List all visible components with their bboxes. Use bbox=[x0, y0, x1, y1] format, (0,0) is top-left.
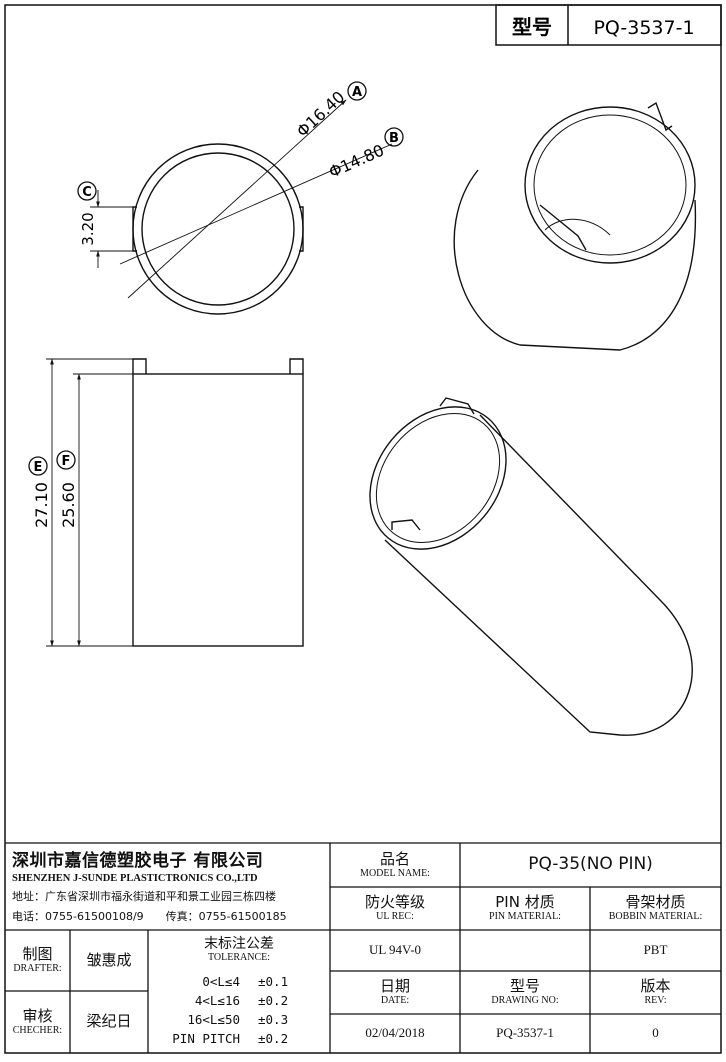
drawing-no-en: DRAWING NO: bbox=[491, 995, 559, 1007]
checker-label-cell: 审核 CHECHER: bbox=[5, 991, 70, 1053]
body-height-label: 25.60 bbox=[59, 482, 78, 528]
front-view bbox=[132, 358, 304, 647]
company-phone: 电话：0755-61500108/9 bbox=[12, 910, 144, 923]
pin-material-zh: PIN 材质 bbox=[495, 893, 555, 912]
slot-width-label: 3.20 bbox=[79, 212, 97, 245]
checker-zh: 审核 bbox=[22, 1006, 53, 1025]
drawing-no-zh: 型号 bbox=[509, 977, 540, 996]
svg-text:C: C bbox=[82, 185, 92, 200]
callout-c: C bbox=[77, 181, 97, 201]
ul-rec-value-cell: UL 94V-0 bbox=[330, 930, 460, 971]
svg-text:F: F bbox=[62, 454, 71, 469]
checker-value-cell: 梁纪日 bbox=[70, 991, 148, 1053]
drafter-value: 皱惠成 bbox=[86, 950, 132, 969]
drafter-en: DRAFTER: bbox=[13, 963, 62, 975]
bobbin-material-label-cell: 骨架材质 BOBBIN MATERIAL: bbox=[590, 887, 721, 930]
callout-f: F bbox=[56, 450, 76, 470]
svg-text:A: A bbox=[352, 85, 362, 100]
ul-rec-value: UL 94V-0 bbox=[368, 942, 422, 958]
callout-a: A bbox=[347, 81, 367, 101]
pin-material-en: PIN MATERIAL: bbox=[489, 911, 561, 923]
header-model-value: PQ-3537-1 bbox=[593, 17, 694, 39]
front-view-dimensions bbox=[46, 358, 133, 647]
date-value: 02/04/2018 bbox=[365, 1025, 425, 1041]
checker-value: 梁纪日 bbox=[86, 1012, 132, 1031]
date-zh: 日期 bbox=[379, 977, 410, 996]
pin-material-value-cell bbox=[460, 930, 590, 971]
bobbin-material-value-cell: PBT bbox=[590, 930, 721, 971]
rev-label-cell: 版本 REV: bbox=[590, 971, 721, 1014]
rev-en: REV: bbox=[644, 995, 667, 1007]
drawing-no-value-cell: PQ-3537-1 bbox=[460, 1014, 590, 1053]
company-block: 深圳市嘉信德塑胶电子 有限公司 SHENZHEN J-SUNDE PLASTIC… bbox=[12, 846, 328, 928]
tolerance-header: 末标注公差 TOLERANCE: bbox=[148, 932, 330, 968]
header-model-label: 型号 bbox=[512, 15, 552, 39]
pin-material-label-cell: PIN 材质 PIN MATERIAL: bbox=[460, 887, 590, 930]
checker-en: CHECHER: bbox=[12, 1024, 63, 1036]
company-address: 地址：广东省深圳市福永街道和平和景工业园三栋四楼 bbox=[12, 890, 276, 903]
tolerance-en: TOLERANCE: bbox=[207, 952, 271, 964]
drafter-value-cell: 皱惠成 bbox=[70, 930, 148, 991]
company-name-zh: 深圳市嘉信德塑胶电子 有限公司 bbox=[12, 851, 264, 871]
tolerance-zh: 末标注公差 bbox=[204, 936, 274, 953]
model-name-label-cell: 品名 MODEL NAME: bbox=[330, 843, 460, 887]
model-name-value: PQ-35(NO PIN) bbox=[528, 854, 653, 875]
outer-diameter-label: Φ16.40 bbox=[293, 87, 349, 141]
date-en: DATE: bbox=[380, 995, 410, 1007]
sheet-border bbox=[4, 4, 722, 1054]
drawing-no-value: PQ-3537-1 bbox=[496, 1025, 554, 1041]
isometric-view-top bbox=[453, 101, 697, 351]
drawing-no-label-cell: 型号 DRAWING NO: bbox=[460, 971, 590, 1014]
rev-zh: 版本 bbox=[640, 977, 671, 996]
tolerance-row: 0<L≤4 ±0.1 bbox=[202, 974, 289, 989]
svg-text:E: E bbox=[34, 460, 43, 475]
svg-text:B: B bbox=[389, 131, 399, 146]
ul-rec-zh: 防火等级 bbox=[364, 893, 425, 912]
model-name-zh: 品名 bbox=[379, 849, 410, 868]
rev-value: 0 bbox=[652, 1025, 659, 1041]
company-name-en: SHENZHEN J-SUNDE PLASTICTRONICS CO.,LTD bbox=[12, 873, 258, 884]
total-height-label: 27.10 bbox=[32, 482, 51, 528]
model-name-en: MODEL NAME: bbox=[360, 867, 430, 879]
ul-rec-en: UL REC: bbox=[376, 911, 414, 923]
tolerance-row: 16<L≤50 ±0.3 bbox=[187, 1012, 289, 1027]
top-view bbox=[132, 143, 304, 315]
bobbin-material-en: BOBBIN MATERIAL: bbox=[608, 911, 703, 923]
callout-b: B bbox=[384, 127, 404, 147]
callout-e: E bbox=[28, 456, 48, 476]
tolerance-table: 0<L≤4 ±0.1 4<L≤16 ±0.2 16<L≤50 ±0.3 PIN … bbox=[148, 974, 330, 1052]
rev-value-cell: 0 bbox=[590, 1014, 721, 1053]
drafter-label-cell: 制图 DRAFTER: bbox=[5, 930, 70, 991]
drafter-zh: 制图 bbox=[22, 945, 53, 964]
date-label-cell: 日期 DATE: bbox=[330, 971, 460, 1014]
bobbin-material-value: PBT bbox=[643, 942, 668, 958]
ul-rec-label-cell: 防火等级 UL REC: bbox=[330, 887, 460, 930]
isometric-view-bottom bbox=[369, 397, 693, 736]
top-view-dimensions bbox=[90, 99, 393, 299]
company-fax: 传真：0755-61500185 bbox=[165, 910, 287, 923]
model-name-value-cell: PQ-35(NO PIN) bbox=[460, 843, 721, 887]
date-value-cell: 02/04/2018 bbox=[330, 1014, 460, 1053]
inner-diameter-label: Φ14.80 bbox=[326, 141, 387, 182]
tolerance-row: PIN PITCH ±0.2 bbox=[172, 1031, 289, 1046]
header-box: 型号 PQ-3537-1 bbox=[495, 4, 722, 46]
bobbin-material-zh: 骨架材质 bbox=[625, 893, 686, 912]
title-block-grid bbox=[5, 842, 721, 1053]
tolerance-row: 4<L≤16 ±0.2 bbox=[194, 993, 289, 1008]
